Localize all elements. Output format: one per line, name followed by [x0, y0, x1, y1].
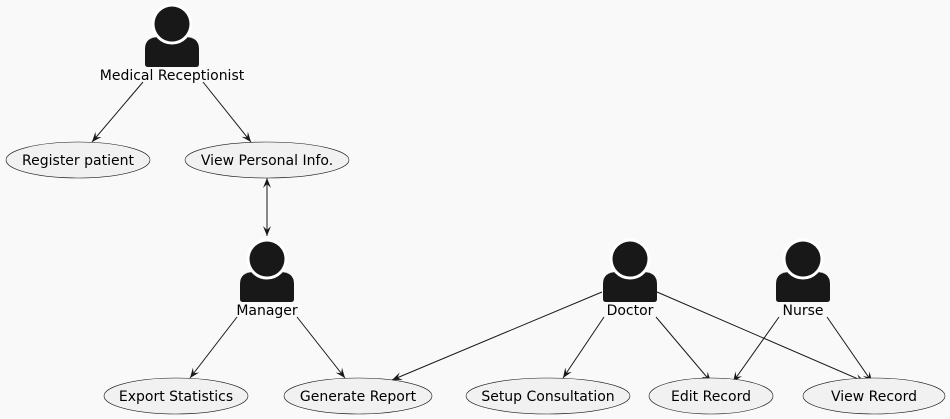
relation-receptionist-viewinfo [202, 81, 252, 143]
usecase-report: Generate Report [283, 377, 433, 415]
actor-nurse: Nurse [776, 238, 830, 319]
usecase-viewinfo: View Personal Info. [184, 141, 350, 179]
actor-manager: Manager [236, 238, 298, 319]
user-icon [240, 238, 294, 302]
relation-line [202, 81, 252, 143]
relation-line [391, 291, 603, 381]
user-icon [145, 3, 199, 67]
usecase-register: Register patient [5, 141, 151, 179]
relation-line [826, 316, 873, 383]
actor-label: Doctor [607, 303, 654, 319]
relation-nurse-view [826, 316, 873, 383]
relation-line [655, 316, 712, 383]
relation-doctor-report [391, 291, 603, 381]
usecase-ellipse [648, 377, 774, 415]
arrowhead [263, 226, 271, 236]
relation-nurse-edit [732, 316, 780, 383]
usecase-ellipse [5, 141, 151, 179]
usecase-ellipse [103, 377, 249, 415]
arrowhead [263, 178, 271, 188]
relation-manager-report [296, 316, 346, 379]
relation-doctor-consult [562, 316, 605, 379]
relation-line [189, 316, 238, 379]
relation-line [91, 81, 144, 143]
usecase-label: Setup Consultation [481, 389, 614, 405]
usecase-label: View Record [831, 389, 917, 405]
relation-line [656, 291, 866, 383]
relation-doctor-view [656, 291, 866, 383]
arrowhead [92, 131, 102, 142]
usecase-ellipse [283, 377, 433, 415]
user-icon [603, 238, 657, 302]
actor-doctor: Doctor [603, 238, 657, 319]
relation-manager-viewinfo [263, 178, 271, 236]
usecase-consult: Setup Consultation [465, 377, 631, 415]
usecase-edit: Edit Record [648, 377, 774, 415]
usecase-label: Export Statistics [119, 389, 233, 405]
actor-label: Nurse [782, 303, 823, 319]
nodes-layer: Register patient View Personal Info. Expor… [5, 3, 946, 415]
arrowhead [335, 367, 345, 378]
relations-layer [91, 81, 873, 383]
actor-receptionist: Medical Receptionist [100, 3, 245, 84]
usecase-label: Edit Record [671, 389, 751, 405]
relation-line [296, 316, 346, 379]
actor-label: Medical Receptionist [100, 68, 245, 84]
arrowhead [392, 372, 403, 380]
relation-line [562, 316, 605, 379]
user-icon [776, 238, 830, 302]
usecase-ellipse [802, 377, 946, 415]
actor-label: Manager [236, 303, 298, 319]
arrowhead [241, 131, 251, 142]
usecase-label: View Personal Info. [201, 153, 333, 169]
arrowhead [190, 367, 200, 378]
usecase-view: View Record [802, 377, 946, 415]
arrowhead [563, 367, 572, 378]
relation-receptionist-register [91, 81, 144, 143]
usecase-export: Export Statistics [103, 377, 249, 415]
usecase-ellipse [465, 377, 631, 415]
relation-line [732, 316, 780, 383]
usecase-label: Register patient [22, 153, 134, 169]
usecase-label: Generate Report [300, 389, 417, 405]
relation-manager-export [189, 316, 238, 379]
usecase-ellipse [184, 141, 350, 179]
relation-doctor-edit [655, 316, 712, 383]
